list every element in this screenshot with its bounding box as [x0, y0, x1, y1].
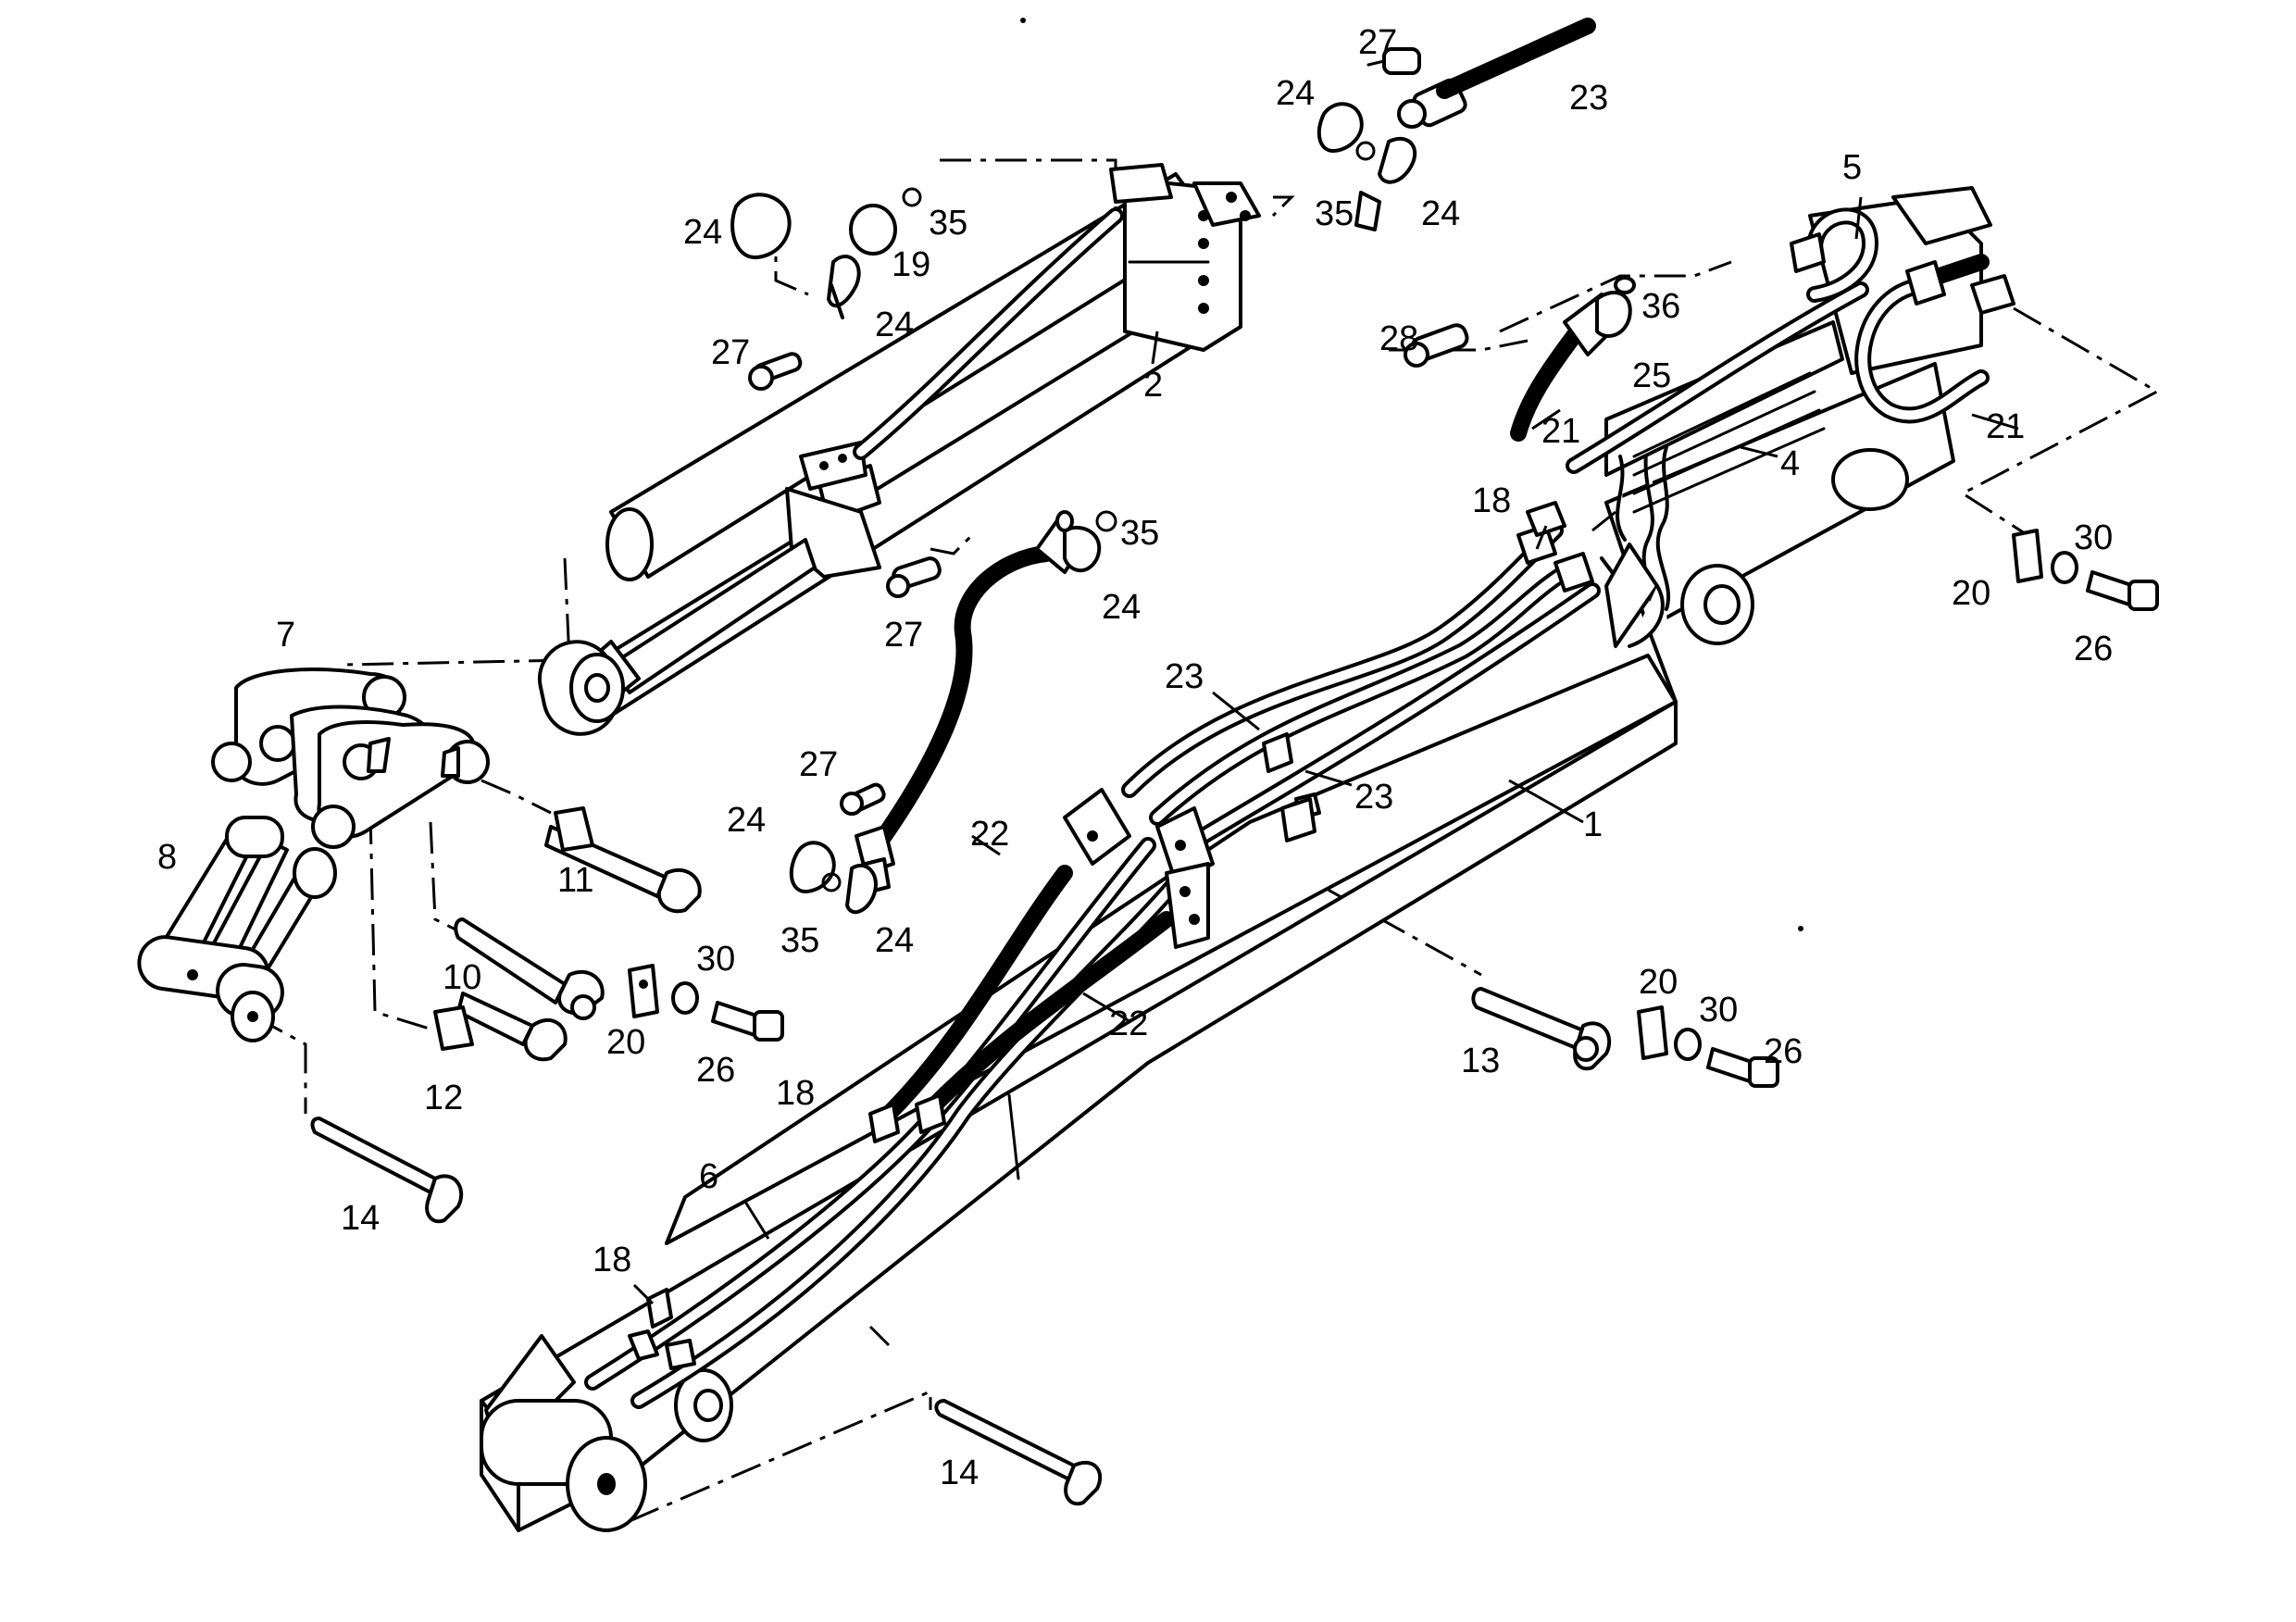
- speck: [1798, 926, 1803, 931]
- callout-2: 2: [1143, 366, 1163, 405]
- boom-end-fittings: [1404, 207, 2015, 442]
- callout-10: 10: [443, 958, 481, 997]
- callout-35-lower: 35: [780, 921, 819, 960]
- callout-5: 5: [1842, 148, 1862, 187]
- callout-26-center: 26: [1764, 1032, 1803, 1071]
- callout-35-upper-left: 35: [929, 204, 967, 243]
- callout-35-upper-right: 35: [1315, 194, 1354, 233]
- callout-1: 1: [1583, 805, 1603, 844]
- callout-23-top: 23: [1569, 79, 1608, 118]
- callout-23-lower: 23: [1354, 778, 1393, 817]
- hose-part-22-upper: [855, 510, 1102, 893]
- link-part-8: [137, 816, 337, 1042]
- callout-8: 8: [157, 838, 177, 877]
- callout-27-left: 27: [711, 333, 750, 372]
- retainers: [628, 529, 2159, 1088]
- callout-4: 4: [1780, 444, 1800, 483]
- callout-23-middle: 23: [1165, 657, 1204, 696]
- callout-18-top: 18: [1472, 481, 1511, 520]
- callout-24-lower-left: 24: [727, 801, 766, 840]
- callout-24-middle: 24: [1102, 588, 1141, 627]
- callout-11: 11: [557, 861, 593, 900]
- callout-22-lower: 22: [1109, 1004, 1148, 1043]
- callout-20-left: 20: [606, 1023, 645, 1062]
- callout-21-right: 21: [1986, 407, 2025, 446]
- callout-30-center: 30: [1699, 991, 1738, 1029]
- callout-26-left: 26: [696, 1051, 735, 1090]
- callout-21-left: 21: [1541, 412, 1580, 451]
- callout-12: 12: [424, 1079, 463, 1117]
- callout-27-top: 27: [1358, 23, 1397, 62]
- boom-hoses: [584, 281, 1869, 1409]
- callout-24-top: 24: [1276, 74, 1315, 113]
- callout-19: 19: [892, 245, 930, 284]
- callout-30-right: 30: [2074, 518, 2113, 557]
- flange-clamps: [730, 18, 1596, 915]
- callout-24-upper-right: 24: [1421, 194, 1460, 233]
- callout-14-left: 14: [341, 1199, 380, 1238]
- callout-20-center: 20: [1639, 963, 1678, 1002]
- pins: [310, 806, 1612, 1506]
- speck: [1020, 18, 1026, 23]
- callout-labels: 27 23 24 35 24 24 35 19 24 27 2 5 36 28 …: [157, 23, 2113, 1492]
- callout-14-bottom: 14: [940, 1454, 979, 1492]
- callout-13: 13: [1461, 1042, 1500, 1080]
- callout-22-upper: 22: [970, 815, 1009, 854]
- leader-lines: [632, 196, 2019, 1347]
- callout-24-lower-right: 24: [875, 921, 914, 960]
- callout-27-middle: 27: [884, 616, 923, 655]
- linkage-plates-part-7: [211, 668, 490, 849]
- callout-26-right: 26: [2074, 630, 2113, 668]
- assembly-centerlines: [254, 158, 2161, 1523]
- callout-18-lower: 18: [593, 1241, 631, 1279]
- callout-6: 6: [699, 1157, 718, 1196]
- callout-36: 36: [1641, 287, 1680, 326]
- callout-28: 28: [1379, 319, 1418, 358]
- callout-25: 25: [1632, 356, 1671, 395]
- callout-24-upper-left: 24: [683, 213, 722, 252]
- callout-20-right: 20: [1952, 574, 1990, 613]
- callout-18-middle: 18: [776, 1074, 815, 1113]
- callout-24-left-clamp: 24: [875, 306, 914, 344]
- callout-30-left: 30: [696, 940, 735, 979]
- callout-7: 7: [276, 616, 295, 655]
- hydraulic-cylinder-part-2: [537, 163, 1261, 736]
- main-boom-part-1: [480, 186, 1992, 1532]
- callout-35-middle: 35: [1120, 514, 1159, 553]
- callout-27-lower: 27: [799, 745, 838, 784]
